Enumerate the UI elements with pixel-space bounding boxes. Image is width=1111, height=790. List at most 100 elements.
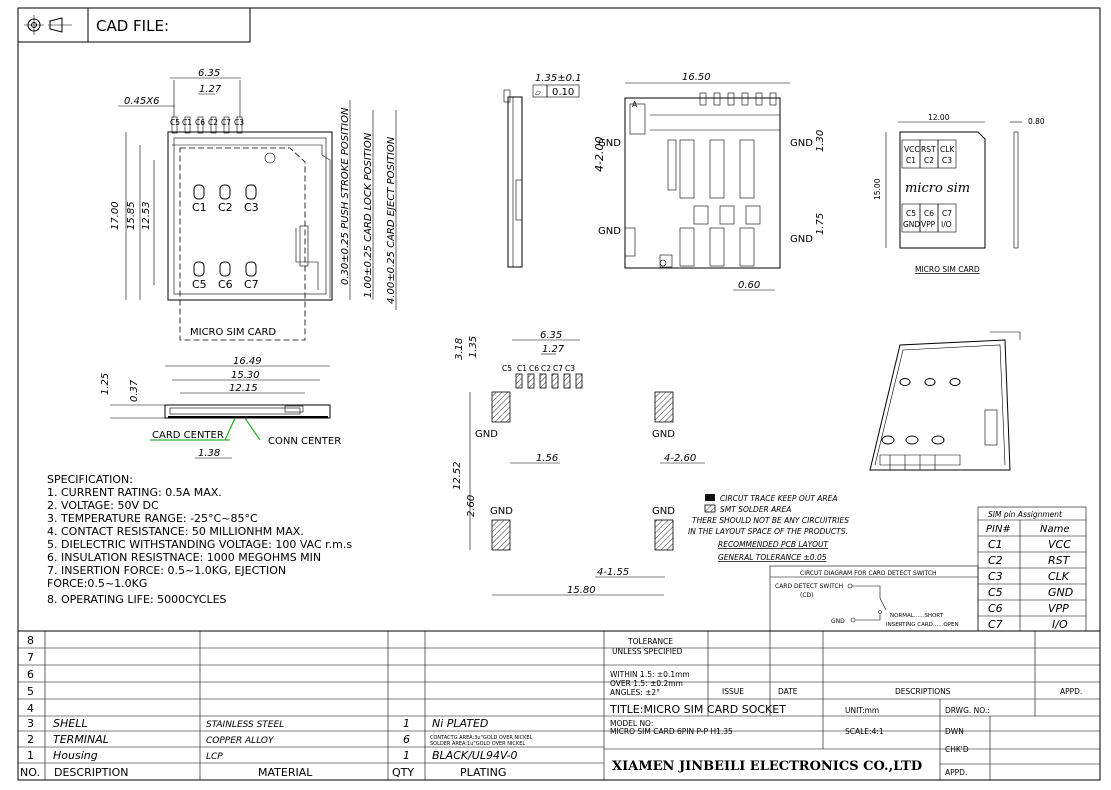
svg-text:A: A — [632, 100, 638, 109]
svg-text:UNIT:mm: UNIT:mm — [845, 706, 879, 715]
smt-swatch — [704, 504, 716, 513]
svg-text:C1: C1 — [192, 201, 207, 214]
svg-text:7. INSERTION FORCE: 0.5~1.0KG,: 7. INSERTION FORCE: 0.5~1.0KG, EJECTION — [47, 564, 286, 577]
flatness-icon: ⏥ — [535, 88, 541, 97]
svg-text:CONTACTG AREA:3u"GOLD OVER NIC: CONTACTG AREA:3u"GOLD OVER NICKEL — [430, 735, 533, 741]
micro-sim-card-label: MICRO SIM CARD — [190, 327, 276, 338]
svg-text:1: 1 — [403, 717, 410, 730]
svg-text:APPD.: APPD. — [945, 768, 967, 777]
svg-text:C5: C5 — [502, 364, 512, 373]
svg-text:GND: GND — [903, 220, 920, 229]
svg-text:DATE: DATE — [778, 687, 798, 696]
svg-text:MATERIAL: MATERIAL — [258, 766, 313, 779]
keepout-label: CIRCUT TRACE KEEP OUT AREA — [720, 494, 838, 503]
header-box: CAD FILE: — [17, 7, 251, 43]
svg-text:Housing: Housing — [53, 749, 98, 762]
svg-text:1: 1 — [27, 749, 34, 762]
svg-text:SOLDER AREA:1u"GOLD OVER NICKE: SOLDER AREA:1u"GOLD OVER NICKEL — [430, 741, 525, 747]
smt-label: SMT SOLDER AREA — [720, 505, 791, 514]
svg-text:DWN: DWN — [945, 727, 964, 736]
svg-text:VPP: VPP — [921, 220, 936, 229]
svg-text:C5: C5 — [906, 209, 916, 218]
svg-text:GND: GND — [1048, 586, 1073, 599]
svg-text:4: 4 — [27, 702, 34, 715]
svg-text:6: 6 — [27, 668, 34, 681]
svg-text:FORCE:0.5~1.0KG: FORCE:0.5~1.0KG — [47, 577, 147, 590]
svg-text:C3: C3 — [988, 570, 1003, 583]
dim-15-85: 15.85 — [126, 201, 137, 230]
top-view: 16.50 A GND GND GND GND 4-2.00 1.30 1.75… — [593, 72, 826, 291]
pcb-dim-4-1-55: 4-1.55 — [597, 567, 629, 578]
svg-text:7: 7 — [27, 651, 34, 664]
pcb-gnd-pad-1 — [491, 391, 511, 423]
company-name: XIAMEN JINBEILI ELECTRONICS CO.,LTD — [612, 759, 922, 774]
svg-text:TOLERANCE: TOLERANCE — [627, 637, 673, 646]
svg-text:C3: C3 — [244, 201, 259, 214]
svg-text:1. CURRENT RATING: 0.5A MAX.: 1. CURRENT RATING: 0.5A MAX. — [47, 486, 222, 499]
svg-text:C2: C2 — [218, 201, 233, 214]
svg-text:C3: C3 — [942, 156, 952, 165]
card-detect-switch: CARD DETECT SWITCH — [775, 583, 843, 590]
svg-text:VCC: VCC — [1048, 538, 1071, 551]
svg-text:8. OPERATING LIFE: 5000CYCLES: 8. OPERATING LIFE: 5000CYCLES — [47, 593, 227, 606]
pin-label-c5: C5 — [170, 118, 180, 127]
dim-15-30: 15.30 — [231, 370, 260, 381]
svg-text:I/O: I/O — [941, 220, 952, 229]
svg-text:C6: C6 — [988, 602, 1003, 615]
pin-label-c3: C3 — [234, 118, 244, 127]
bom-table: 8 7 6 5 4 3 2 1 SHELL TERMINAL Housing 1… — [18, 630, 1100, 780]
side-view: 16.49 15.30 12.15 1.25 0.37 CARD CENTER … — [100, 356, 341, 459]
dim-0-60: 0.60 — [738, 280, 760, 291]
svg-text:DRWG. NO.:: DRWG. NO.: — [945, 706, 990, 715]
pin-label-c2: C2 — [208, 118, 218, 127]
top-gnd-right-1: GND — [790, 138, 813, 149]
svg-text:(CD): (CD) — [800, 592, 814, 599]
svg-text:C7: C7 — [988, 618, 1003, 631]
svg-text:OVER 1.5: ±0.2mm: OVER 1.5: ±0.2mm — [610, 679, 683, 688]
svg-text:GND: GND — [831, 618, 845, 625]
pcb-dim-12-52: 12.52 — [452, 461, 463, 490]
dim-card-lock: 1.00±0.25 CARD LOCK POSITION — [363, 132, 374, 298]
svg-text:C2: C2 — [541, 364, 551, 373]
pcb-signal-pads — [515, 373, 583, 389]
dim-1-75: 1.75 — [815, 213, 826, 235]
svg-text:3. TEMPERATURE RANGE: -25°C~85: 3. TEMPERATURE RANGE: -25°C~85°C — [47, 512, 258, 525]
svg-text:5: 5 — [27, 685, 34, 698]
dim-card-eject: 4.00±0.25 CARD EJECT POSITION — [386, 136, 397, 304]
pcb-gnd-1: GND — [475, 429, 498, 440]
svg-text:6: 6 — [403, 733, 410, 746]
conn-center-label: CONN CENTER — [268, 436, 341, 447]
svg-text:C6: C6 — [218, 278, 233, 291]
svg-text:C6: C6 — [924, 209, 934, 218]
svg-text:1: 1 — [403, 749, 410, 762]
pcb-dim-15-80: 15.80 — [567, 585, 596, 596]
svg-text:I/O: I/O — [1052, 618, 1068, 631]
svg-text:C7: C7 — [942, 209, 952, 218]
svg-text:RST: RST — [1048, 554, 1071, 567]
svg-text:C2: C2 — [988, 554, 1003, 567]
dim-12-15: 12.15 — [229, 383, 258, 394]
dim-15-00: 15.00 — [873, 178, 882, 200]
dim-16-50: 16.50 — [682, 72, 711, 83]
pcb-dim-3-18: 3.18 — [454, 338, 465, 360]
svg-text:3: 3 — [27, 717, 34, 730]
note-line-1: THERE SHOULD NOT BE ANY CIRCUITRIES — [692, 516, 849, 525]
keepout-swatch — [705, 494, 715, 501]
contacts-bottom: C5 C6 C7 — [192, 261, 259, 291]
title-block: TOLERANCE UNLESS SPECIFIED WITHIN 1.5: ±… — [604, 631, 1100, 780]
dim-push-stroke: 0.30±0.25 PUSH STROKE POSITION — [340, 107, 351, 285]
pcb-legend: CIRCUT TRACE KEEP OUT AREA SMT SOLDER AR… — [688, 494, 849, 562]
pcb-gnd-3: GND — [490, 506, 513, 517]
dim-17-00: 17.00 — [110, 201, 121, 230]
svg-text:C3: C3 — [565, 364, 575, 373]
projection-symbol-icon — [24, 15, 72, 35]
svg-text:4. CONTACT RESISTANCE: 50 MILL: 4. CONTACT RESISTANCE: 50 MILLIONHM MAX. — [47, 525, 304, 538]
dim-12-00: 12.00 — [928, 113, 950, 122]
sim-logo: micro sim — [905, 181, 970, 196]
dim-1-38: 1.38 — [198, 448, 220, 459]
drawing-frame — [17, 7, 1101, 781]
pcb-gnd-2: GND — [652, 429, 675, 440]
